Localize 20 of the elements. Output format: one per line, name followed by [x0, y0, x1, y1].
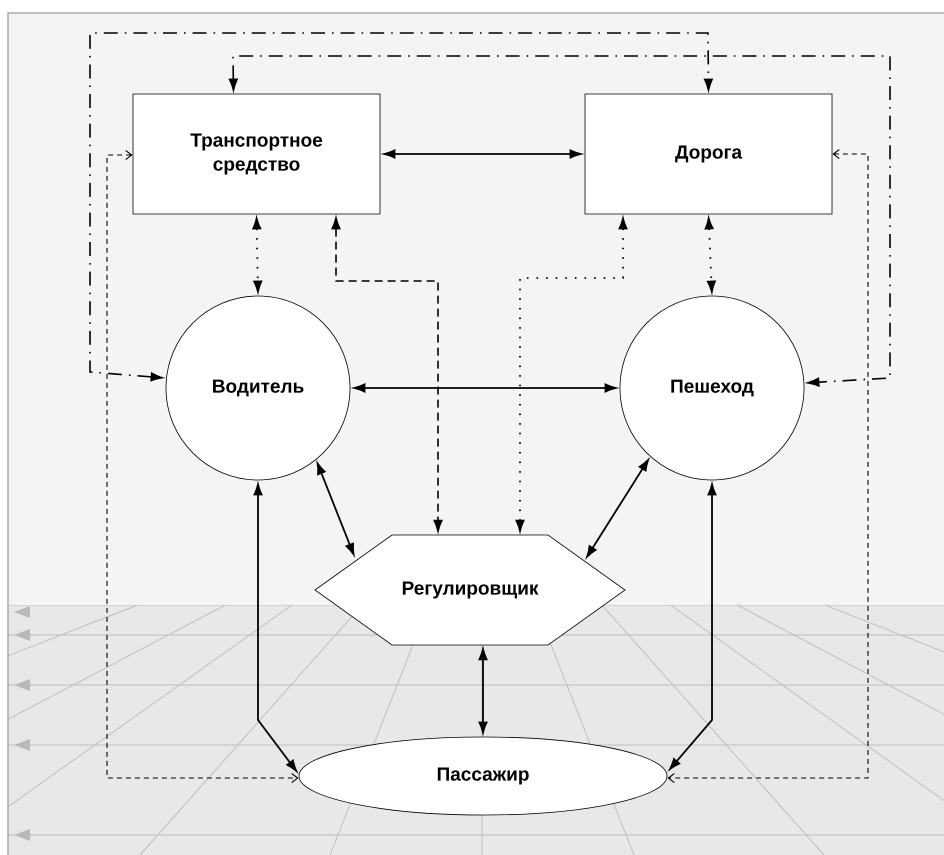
- arrow: [586, 459, 649, 558]
- arrow: [478, 648, 488, 734]
- circle-node: Пешеход: [620, 296, 804, 480]
- arrow: [252, 218, 262, 292]
- process-box: Транспортное средство: [132, 94, 380, 214]
- arrow: [89, 32, 713, 382]
- arrow: [228, 55, 891, 387]
- arrow: [384, 150, 582, 158]
- arrow: [516, 218, 628, 532]
- arrow: [704, 218, 716, 292]
- arrow: [667, 149, 869, 783]
- arrow: [669, 484, 716, 770]
- arrow: [316, 462, 354, 556]
- arrow: [332, 217, 442, 532]
- arrow: [254, 484, 298, 772]
- arrow: [106, 150, 299, 783]
- circle-node: Водитель: [166, 296, 350, 480]
- process-box: Дорога: [584, 94, 832, 214]
- ellipse-node: Пассажир: [298, 736, 668, 816]
- arrow: [354, 384, 616, 392]
